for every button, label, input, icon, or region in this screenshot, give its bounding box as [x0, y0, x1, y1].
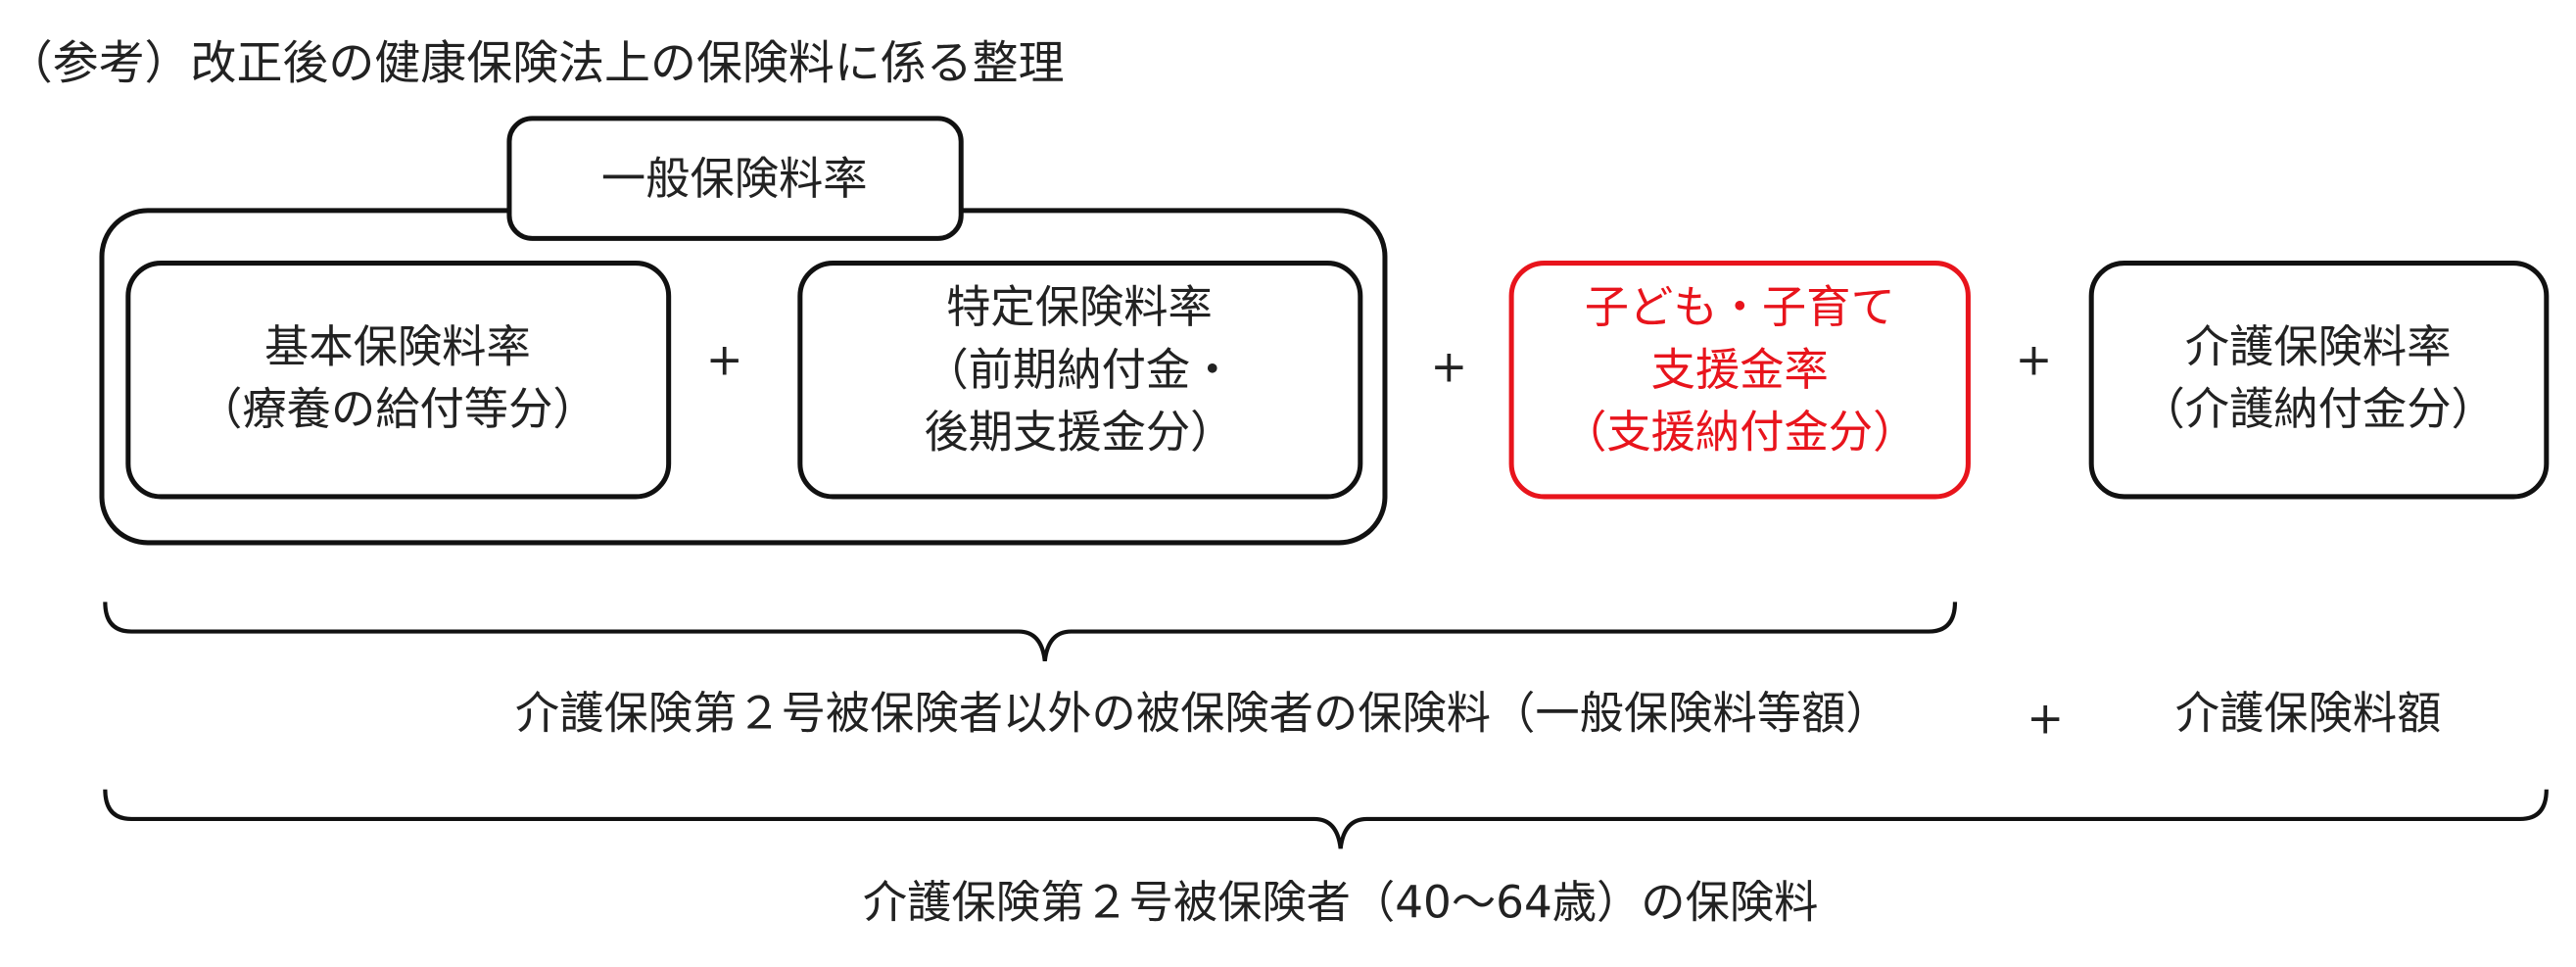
specific-rate-line3: 後期支援金分） [924, 407, 1234, 459]
child-support-line3: （支援納付金分） [1562, 407, 1917, 459]
specific-rate-line1: 特定保険料率 [946, 281, 1213, 333]
general-rate-label: 一般保険料率 [601, 153, 868, 205]
care-rate-line1: 介護保険料率 [2185, 320, 2452, 372]
plus-operator: + [706, 334, 743, 386]
care-rate-box [2088, 261, 2550, 500]
child-support-line1: 子ども・子育て [1585, 281, 1895, 333]
plus-operator: + [2016, 334, 2053, 386]
child-support-rate-box [1508, 261, 1971, 500]
plus-operator: + [2027, 693, 2064, 745]
plus-operator: + [1430, 340, 1467, 392]
basic-rate-line1: 基本保険料率 [264, 320, 531, 372]
diagram-title: （参考）改正後の健康保険法上の保険料に係る整理 [7, 37, 1065, 91]
general-premium-label: 介護保険第２号被保険者以外の被保険者の保険料（一般保険料等額） [515, 688, 1890, 740]
general-rate-label-box [506, 116, 964, 241]
basic-rate-box [125, 261, 672, 500]
basic-rate-line2: （療養の給付等分） [198, 383, 597, 435]
specific-rate-line2: （前期納付金・ [924, 344, 1234, 396]
care-amount-label: 介護保険料額 [2175, 688, 2442, 740]
total-premium-label: 介護保険第２号被保険者（40～64歳）の保険料 [863, 877, 1819, 929]
child-support-line2: 支援金率 [1651, 344, 1829, 396]
brace-total-premium [103, 789, 2549, 849]
specific-rate-box [797, 261, 1363, 500]
brace-general-premium [103, 602, 1958, 662]
care-rate-line2: （介護納付金分） [2141, 383, 2496, 435]
